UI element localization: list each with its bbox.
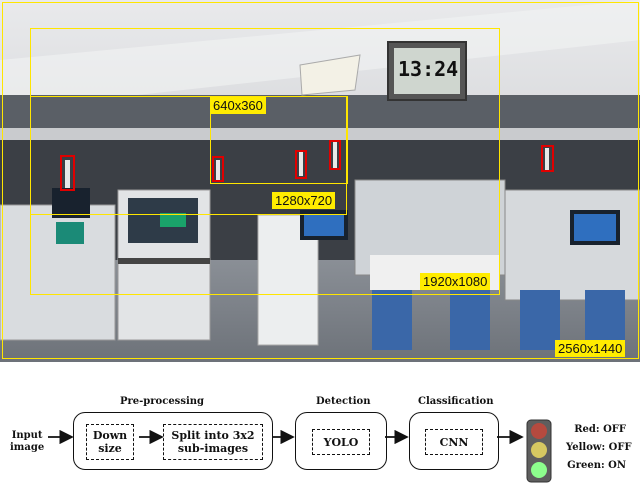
stage-box-preprocessing [73, 412, 273, 470]
stage-heading-detection: Detection [316, 396, 371, 407]
step-split-subimages: Split into 3x2 sub-images [163, 424, 263, 460]
res-box-640 [210, 96, 348, 184]
green-light-icon [531, 462, 547, 478]
res-label-1920: 1920x1080 [420, 273, 491, 290]
res-box-1280 [30, 96, 347, 215]
step-cnn: CNN [425, 429, 483, 455]
stage-box-detection [295, 412, 387, 470]
status-yellow: Yellow: OFF [566, 442, 632, 453]
pipeline-arrows [48, 429, 524, 445]
stack-light-icon [526, 419, 552, 483]
input-image-label: Input image [10, 430, 45, 453]
monitor-left [52, 188, 90, 218]
red-light-icon [531, 423, 547, 439]
factory-photo: 13:24 640x360 1280x720 1920x1080 2560x14… [0, 0, 640, 362]
stage-heading-preprocessing: Pre-processing [120, 396, 205, 407]
detection-box [541, 145, 554, 172]
stage-heading-classification: Classification [418, 396, 494, 407]
status-red: Red: OFF [574, 424, 626, 435]
pipeline-diagram: Input image Pre-processing Down size Spl… [0, 380, 640, 498]
stage-box-classification [409, 412, 499, 470]
res-label-1280: 1280x720 [272, 192, 336, 209]
detection-box [212, 156, 224, 182]
res-label-2560: 2560x1440 [555, 340, 626, 357]
res-box-2560 [2, 2, 639, 359]
status-green: Green: ON [567, 460, 626, 471]
yellow-light-icon [531, 442, 547, 458]
detection-box [60, 155, 75, 191]
res-label-640: 640x360 [210, 97, 266, 114]
detection-box [329, 140, 341, 170]
detection-box [295, 150, 307, 179]
clock-digits: 13:24 [398, 57, 458, 81]
step-yolo: YOLO [312, 429, 370, 455]
step-down-size: Down size [86, 424, 134, 460]
